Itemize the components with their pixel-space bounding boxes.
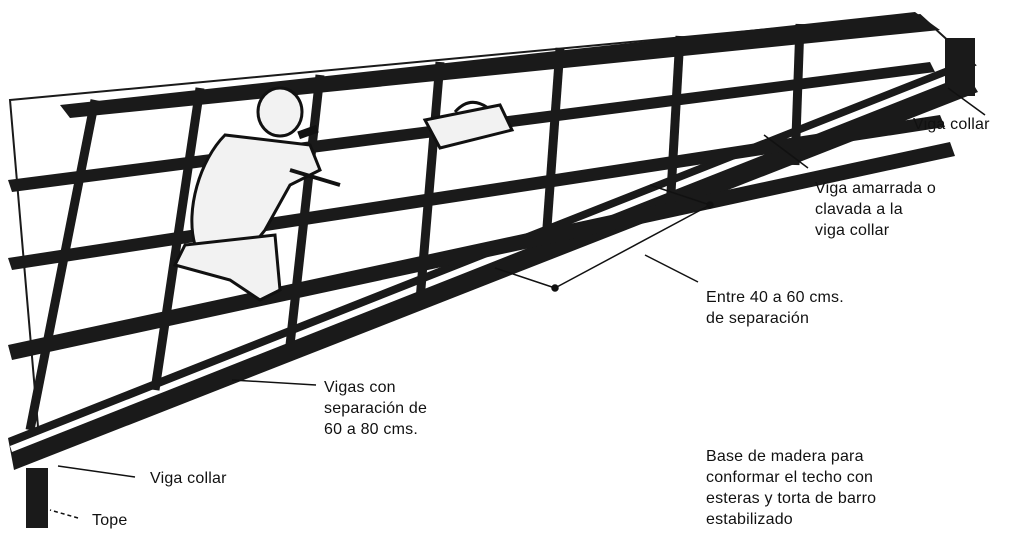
worker-arm [289, 168, 341, 187]
label-separacion: Entre 40 a 60 cms. de separación [706, 287, 844, 329]
label-line: de separación [706, 310, 810, 327]
leader-vigas-con [231, 379, 317, 386]
leader-viga-amarrada [763, 134, 809, 169]
label-line: Base de madera para [706, 448, 864, 465]
rafter [540, 47, 565, 256]
support-post [26, 468, 48, 528]
label-line: conformar el techo con [706, 469, 874, 486]
rafter [665, 35, 685, 211]
leader-tope [49, 509, 79, 519]
label-tope: Tope [92, 512, 128, 529]
label-line: 60 a 80 cms. [324, 421, 419, 438]
label-viga-collar-bottom: Viga collar [150, 470, 227, 487]
label-line: Entre 40 a 60 cms. [706, 289, 844, 306]
leader-viga-collar-bottom [57, 465, 136, 478]
cross-rafters [25, 23, 805, 431]
rafter [285, 74, 325, 346]
rafter [25, 99, 100, 431]
ridge-end-block [945, 38, 975, 96]
label-line: viga collar [815, 222, 890, 239]
worker-legs [172, 233, 282, 302]
front-collar-beam-highlight [10, 70, 963, 452]
label-line: esteras y torta de barro [706, 490, 877, 507]
label-viga-amarrada: Viga amarrada o clavada a la viga collar [815, 178, 936, 241]
toolbox-icon [422, 100, 515, 150]
label-line: clavada a la [815, 201, 903, 218]
leader-lines [49, 87, 986, 519]
rafter [415, 61, 445, 301]
separation-dimension [494, 184, 714, 292]
leader-separacion [644, 254, 699, 283]
label-vigas-con: Vigas con separación de 60 a 80 cms. [324, 377, 427, 440]
label-line: Viga amarrada o [815, 180, 936, 197]
label-line: estabilizado [706, 511, 793, 528]
label-base: Base de madera para conformar el techo c… [706, 446, 876, 530]
longitudinal-beam [8, 142, 955, 360]
hammer-icon [297, 124, 319, 140]
rafter [790, 23, 805, 166]
label-line: separación de [324, 400, 428, 417]
worker-head [256, 86, 304, 138]
worker-body [190, 133, 322, 257]
worker-figure [172, 86, 341, 302]
leader-viga-collar-top [947, 87, 986, 116]
label-line: Vigas con [324, 379, 396, 396]
rafter [150, 87, 205, 391]
label-viga-collar-top: Viga collar [913, 116, 990, 133]
